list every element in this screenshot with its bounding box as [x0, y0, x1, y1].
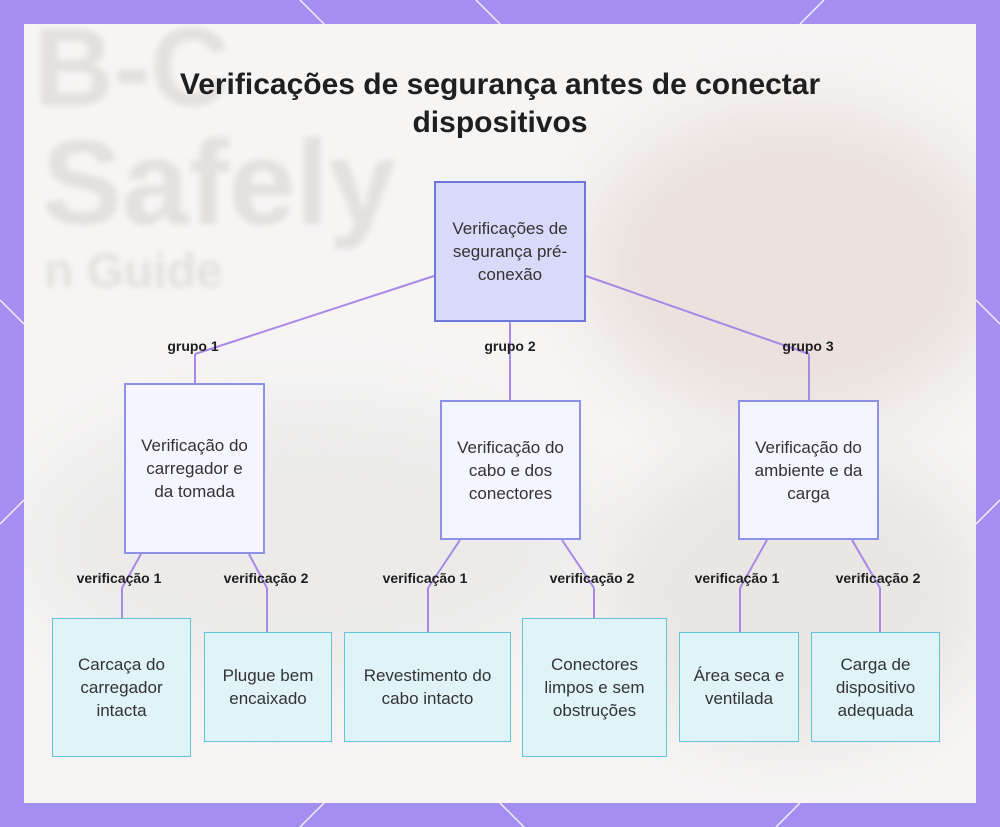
check-node-label: Conectores limpos e sem obstruções — [544, 655, 645, 720]
group-node-1: Verificação do carregador e da tomada — [124, 383, 265, 554]
connector-group-1-check-2 — [248, 553, 268, 589]
check-node: Conectores limpos e sem obstruções — [522, 618, 667, 757]
edge-label-check: verificação 2 — [549, 570, 635, 586]
edge-label-check: verificação 1 — [694, 570, 780, 586]
check-node: Plugue bem encaixado — [204, 632, 332, 742]
connector-root-group-3 — [585, 275, 810, 355]
background-text: B-C — [34, 24, 230, 129]
diagram-title: Verificações de segurança antes de conec… — [179, 68, 821, 139]
check-node: Área seca e ventilada — [679, 632, 799, 742]
edge-label-group-3: grupo 3 — [782, 338, 834, 354]
group-node-label: Verificação do cabo e dos conectores — [457, 437, 564, 503]
check-node: Revestimento do cabo intacto — [344, 632, 511, 742]
check-node-label: Carcaça do carregador intacta — [78, 655, 165, 720]
edge-label-check: verificação 2 — [223, 570, 309, 586]
background-text: Safely — [42, 116, 396, 250]
edge-label-check: verificação 1 — [382, 570, 468, 586]
root-node: Verificações de segurança pré-conexão — [434, 181, 586, 322]
check-node: Carcaça do carregador intacta — [52, 618, 191, 757]
edge-label-group-2: grupo 2 — [484, 338, 536, 354]
edge-label-check: verificação 2 — [835, 570, 921, 586]
group-node-label: Verificação do carregador e da tomada — [141, 436, 248, 501]
connector-group-1-check-1 — [121, 553, 142, 589]
group-node-3: Verificação do ambiente e da carga — [738, 400, 879, 540]
connector-group-3-check-1 — [739, 539, 768, 589]
connector-group-3-check-2 — [851, 539, 881, 589]
edge-label-group-1: grupo 1 — [167, 338, 219, 354]
root-node-label: Verificações de segurança pré-conexão — [452, 219, 568, 284]
check-node-label: Carga de dispositivo adequada — [835, 654, 916, 720]
background-text: n Guide — [44, 245, 223, 298]
background-blur — [584, 104, 976, 424]
edge-label-check: verificação 1 — [76, 570, 162, 586]
connector-group-2-check-1 — [427, 539, 461, 589]
check-node: Carga de dispositivo adequada — [811, 632, 940, 742]
connector-group-2-check-2 — [561, 539, 595, 589]
check-node-label: Área seca e ventilada — [693, 666, 785, 708]
check-node-label: Revestimento do cabo intacto — [363, 666, 492, 708]
group-node-2: Verificação do cabo e dos conectores — [440, 400, 581, 540]
group-node-label: Verificação do ambiente e da carga — [754, 437, 863, 503]
connector-root-group-1 — [194, 275, 435, 355]
check-node-label: Plugue bem encaixado — [222, 666, 314, 708]
